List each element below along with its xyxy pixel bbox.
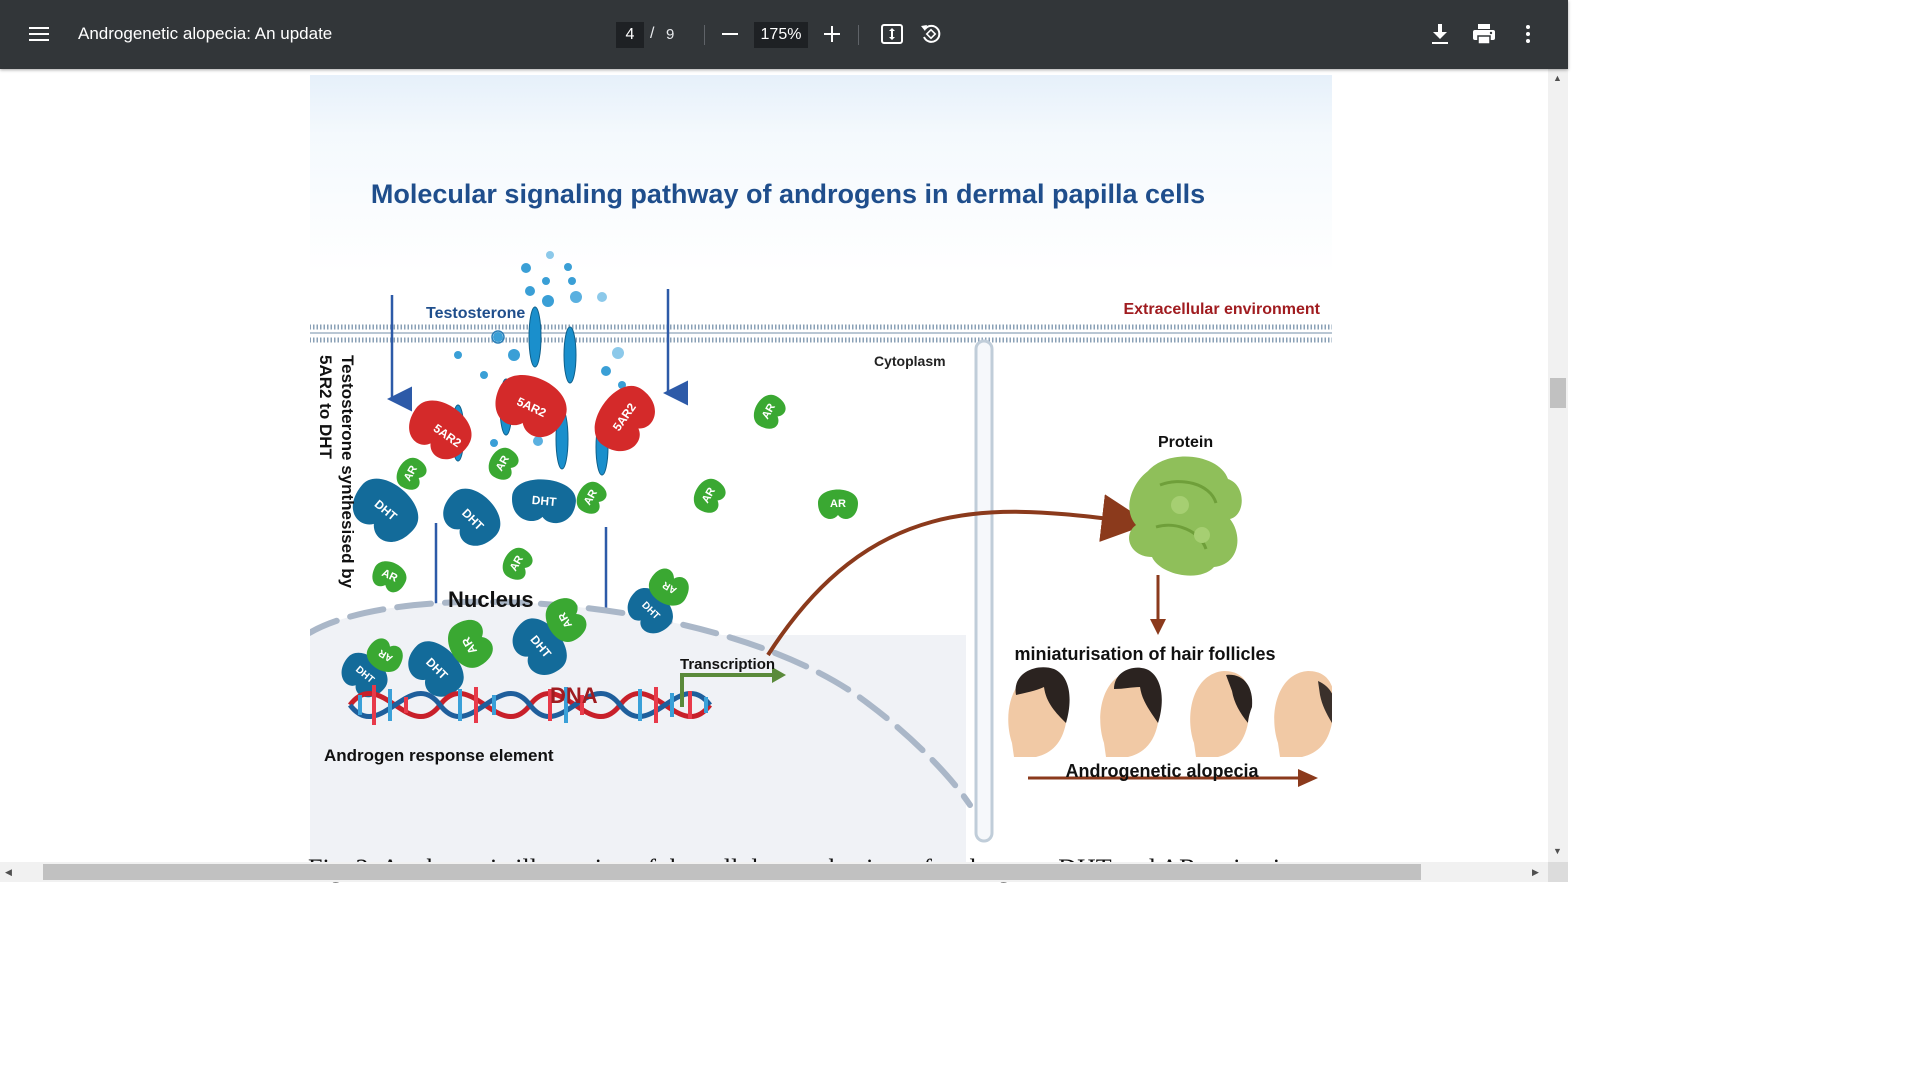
pdf-page: Molecular signaling pathway of androgens…: [310, 75, 1332, 862]
more-options-icon: [1526, 25, 1530, 43]
document-viewer[interactable]: Molecular signaling pathway of androgens…: [0, 69, 1548, 862]
print-button[interactable]: [1464, 14, 1504, 54]
protein-blob: [1129, 456, 1242, 576]
menu-icon: [29, 27, 49, 41]
ar-receptor-8: AR: [372, 561, 407, 593]
ar-receptor-12: AR: [648, 568, 689, 606]
page-total: 9: [666, 26, 675, 43]
zoom-in-icon: [824, 26, 840, 42]
vertical-scrollbar[interactable]: [1548, 69, 1568, 862]
enzyme-5ar2-3: 5AR2: [594, 386, 655, 451]
figure-title: Molecular signaling pathway of androgens…: [371, 179, 1205, 209]
scroll-up-icon[interactable]: ▲: [1553, 73, 1562, 83]
protein-synthesis-arrow: [766, 494, 1150, 657]
scrollbar-corner: [1548, 862, 1568, 882]
alopecia-label: Androgenetic alopecia: [1065, 761, 1259, 781]
vertical-scroll-thumb[interactable]: [1550, 378, 1566, 408]
zoom-out-icon: [722, 33, 738, 35]
dht-complex-1: DHT: [352, 478, 419, 542]
cell-membrane: [310, 324, 1332, 343]
ar-receptor-4: AR: [754, 394, 786, 429]
testosterone-ring: [491, 330, 505, 344]
cell-boundary: [974, 339, 994, 843]
ar-receptor-5: AR: [694, 478, 726, 513]
page-separator: /: [650, 25, 655, 42]
enzyme-5ar2-2: 5AR2: [495, 375, 567, 437]
pdf-toolbar: Androgenetic alopecia: An update / 9: [0, 0, 1568, 69]
download-button[interactable]: [1420, 14, 1460, 54]
fit-page-icon: [881, 24, 903, 44]
menu-button[interactable]: [19, 14, 59, 54]
cytoplasm-label: Cytoplasm: [874, 353, 946, 369]
dht-complex-3: DHT: [512, 479, 576, 524]
signaling-pathway-figure: Molecular signaling pathway of androgens…: [310, 75, 1332, 862]
transcription-label: Transcription: [680, 656, 775, 673]
nuclear-membrane: [310, 598, 973, 808]
head-stage-4: [1274, 671, 1332, 757]
head-stage-2: [1100, 667, 1162, 757]
figure-background: [310, 75, 1332, 275]
ar-receptor-9: AR: [366, 638, 403, 672]
toolbar-divider: [704, 25, 705, 45]
print-icon: [1473, 24, 1495, 45]
scroll-down-icon[interactable]: ▼: [1553, 846, 1562, 856]
document-title: Androgenetic alopecia: An update: [78, 24, 333, 43]
toolbar-divider: [858, 25, 859, 45]
fit-page-button[interactable]: [872, 14, 912, 54]
download-icon: [1432, 24, 1448, 44]
scroll-left-icon[interactable]: ◀: [5, 867, 12, 877]
dht-complex-5: DHT: [408, 641, 464, 697]
head-stage-3: [1190, 671, 1253, 757]
more-options-button[interactable]: [1508, 14, 1548, 54]
dna-helix: [348, 685, 712, 725]
head-stage-1: [1008, 667, 1070, 757]
testosterone-molecules: [454, 251, 626, 447]
dht-complex-2: DHT: [443, 488, 501, 546]
side-text-line-1: Testosterone synthesised by: [338, 355, 357, 589]
transcription-arrow: [680, 673, 776, 707]
ar-receptor-2: AR: [488, 447, 519, 480]
ar-receptor-6: AR: [818, 489, 858, 519]
dna-label: DNA: [550, 683, 598, 708]
ar-receptor-10: AR: [448, 619, 493, 668]
miniaturisation-label: miniaturisation of hair follicles: [1014, 644, 1275, 664]
rotate-icon: [921, 24, 941, 43]
zoom-in-button[interactable]: [812, 14, 852, 54]
testosterone-label: Testosterone: [426, 305, 525, 322]
label-dht: DHT: [531, 493, 557, 509]
zoom-out-button[interactable]: [710, 14, 750, 54]
extracellular-label: Extracellular environment: [1123, 301, 1320, 318]
zoom-input[interactable]: [754, 22, 808, 48]
rotate-button[interactable]: [911, 14, 951, 54]
are-label: Androgen response element: [324, 746, 554, 765]
side-text-line-2: 5AR2 to DHT: [316, 355, 335, 460]
page-number-input[interactable]: [616, 22, 644, 48]
protein-label: Protein: [1158, 434, 1213, 451]
ar-receptor-11: AR: [545, 598, 587, 642]
enzyme-5ar2-1: 5AR2: [409, 400, 472, 460]
ar-receptor-1: AR: [396, 457, 427, 490]
horizontal-scroll-thumb[interactable]: [43, 864, 1421, 880]
label-ar: AR: [830, 498, 846, 510]
nucleus-label: Nucleus: [448, 587, 534, 612]
ar-receptor-7: AR: [502, 547, 533, 580]
ar-receptor-3: AR: [576, 481, 607, 514]
scroll-right-icon[interactable]: ▶: [1532, 867, 1539, 877]
